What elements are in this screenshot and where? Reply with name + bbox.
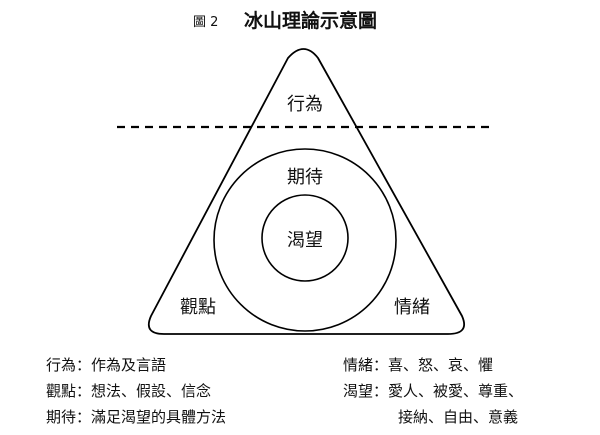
perception-label: 觀點 [180, 297, 216, 318]
legend-right-line-1: 情緒：喜、怒、哀、懼 [343, 356, 493, 374]
legend-left-line-2: 觀點：想法、假設、信念 [46, 382, 211, 400]
feeling-label: 情緒 [394, 297, 430, 318]
expectation-label: 期待 [287, 167, 323, 188]
legend-left-line-3: 期待：滿足渴望的具體方法 [46, 408, 226, 426]
legend-right-line-3: 接納、自由、意義 [398, 408, 518, 426]
iceberg-triangle [147, 48, 466, 335]
legend-left-line-1: 行為：作為及言語 [46, 356, 166, 374]
figure-title: 冰山理論示意圖 [244, 9, 377, 32]
legend-right-line-2: 渴望：愛人、被愛、尊重、 [343, 382, 523, 400]
figure-number: 圖 2 [193, 15, 218, 30]
yearning-circle [261, 194, 349, 282]
yearning-label: 渴望 [287, 230, 323, 251]
behavior-label: 行為 [287, 94, 323, 115]
expectation-circle [213, 148, 397, 332]
